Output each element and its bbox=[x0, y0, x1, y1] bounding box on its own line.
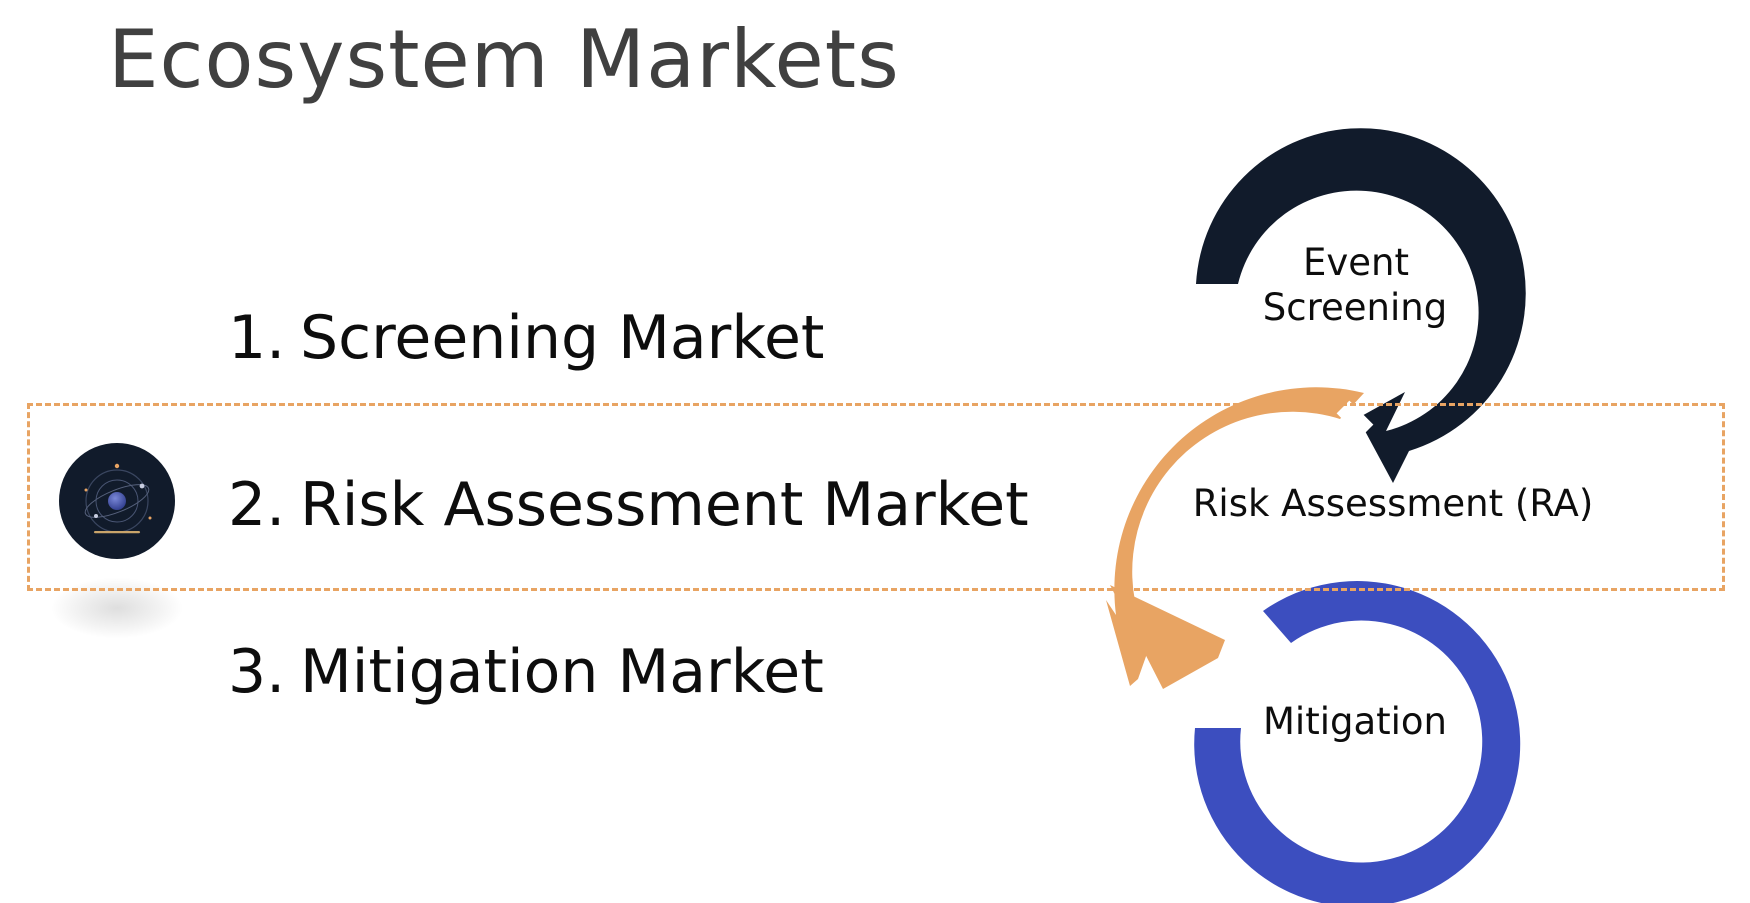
stage-label-risk-assessment: Risk Assessment (RA) bbox=[1193, 482, 1594, 525]
event-screening-arrow-ring bbox=[1196, 128, 1526, 484]
planet-orbit-icon bbox=[59, 443, 175, 559]
stage-label-screening: Screening bbox=[1263, 286, 1447, 329]
market-label: Mitigation Market bbox=[300, 637, 824, 707]
risk-assessment-arrow-ring bbox=[1106, 387, 1364, 686]
market-item-screening: 1.Screening Market bbox=[228, 308, 824, 368]
market-number: 3. bbox=[228, 637, 286, 707]
market-number: 2. bbox=[228, 470, 286, 540]
market-number: 1. bbox=[228, 303, 286, 373]
event-screening-arrow-gap bbox=[1336, 400, 1374, 438]
stage-label-event: Event bbox=[1303, 241, 1409, 284]
market-item-mitigation: 3.Mitigation Market bbox=[228, 642, 824, 702]
market-label: Risk Assessment Market bbox=[300, 470, 1029, 540]
risk-assessment-arrow-ring bbox=[1110, 585, 1225, 689]
slide-title: Ecosystem Markets bbox=[108, 13, 900, 106]
market-item-risk-assessment: 2.Risk Assessment Market bbox=[228, 475, 1029, 535]
stage-label-mitigation: Mitigation bbox=[1263, 700, 1447, 743]
risk-assessment-highlight-box bbox=[27, 403, 1725, 591]
market-label: Screening Market bbox=[300, 303, 825, 373]
risk-assessment-arrow-gap bbox=[1217, 617, 1255, 657]
